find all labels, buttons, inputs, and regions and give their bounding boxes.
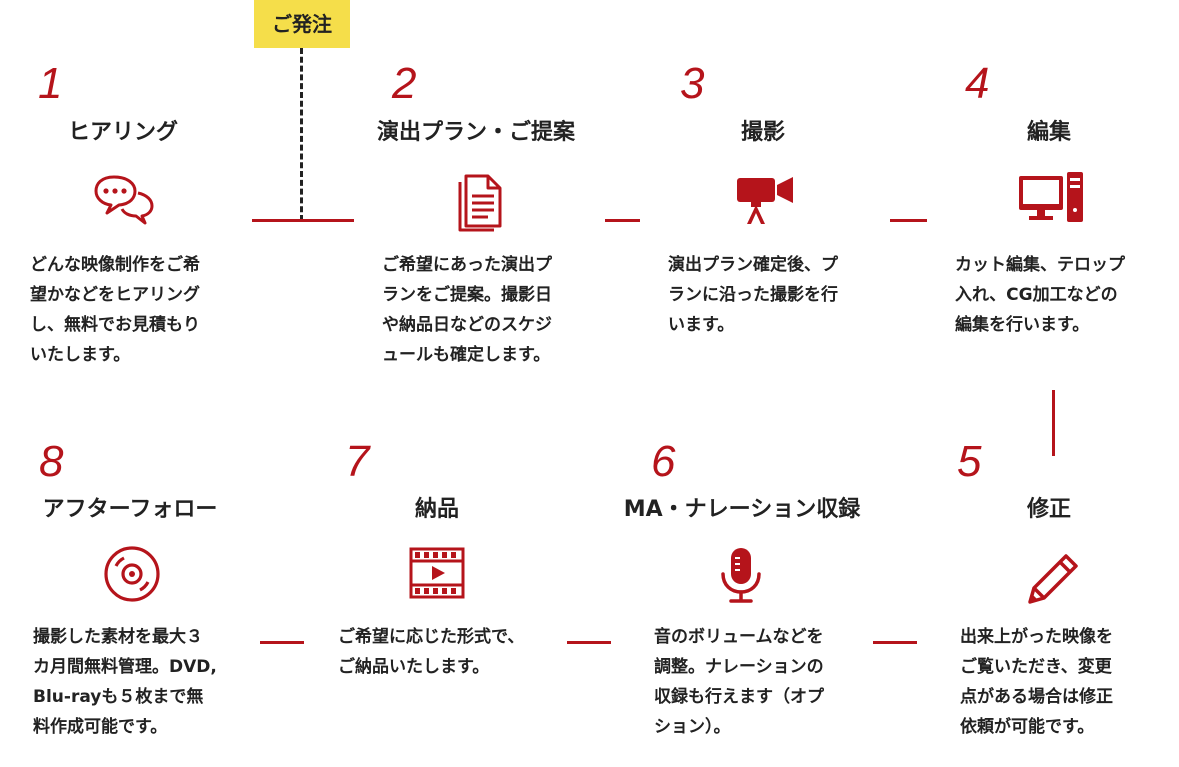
step-2-number: 2 <box>392 59 417 108</box>
step-2-description: ご希望にあった演出プ ランをご提案。撮影日 や納品日などのスケジ ュールも確定し… <box>382 255 552 365</box>
step-1-title: ヒアリング <box>67 120 178 145</box>
film-play-icon <box>405 541 469 605</box>
document-icon <box>448 170 512 234</box>
step-3-description: 演出プラン確定後、プ ランに沿った撮影を行 います。 <box>668 255 838 335</box>
step-6-description: 音のボリュームなどを 調整。ナレーションの 収録も行えます（オプ ション）。 <box>654 627 824 737</box>
step-8-number: 8 <box>39 437 64 486</box>
connector-2-3 <box>605 219 640 222</box>
pencil-icon <box>1022 546 1086 610</box>
connector-7-8 <box>260 641 304 644</box>
step-6-number: 6 <box>651 437 676 486</box>
step-5-title: 修正 <box>1026 497 1071 522</box>
step-8-description: 撮影した素材を最大３ カ月間無料管理。DVD, Blu-rayも５枚まで無 料作… <box>33 627 217 737</box>
order-dashed-line <box>300 48 303 221</box>
microphone-icon <box>709 544 773 608</box>
step-3-title: 撮影 <box>740 120 785 145</box>
step-4-title: 編集 <box>1026 120 1071 145</box>
step-6-title: MA・ナレーション収録 <box>623 497 861 522</box>
step-7-title: 納品 <box>414 497 459 522</box>
order-badge: ご発注 <box>254 0 350 48</box>
connector-4-5 <box>1052 390 1055 456</box>
step-4-description: カット編集、テロップ 入れ、CG加工などの 編集を行います。 <box>955 255 1125 335</box>
step-5-number: 5 <box>957 437 982 486</box>
step-2-title: 演出プラン・ご提案 <box>376 120 575 145</box>
step-7-description: ご希望に応じた形式で、 ご納品いたします。 <box>338 627 525 677</box>
step-7-number: 7 <box>345 437 370 486</box>
step-1-description: どんな映像制作をご希 望かなどをヒアリング し、無料でお見積もり いたします。 <box>30 255 200 365</box>
connector-3-4 <box>890 219 927 222</box>
step-3-number: 3 <box>680 59 705 108</box>
chat-bubbles-icon <box>92 169 156 233</box>
disc-icon <box>100 542 164 606</box>
connector-1-2 <box>252 219 354 222</box>
step-5-description: 出来上がった映像を ご覧いただき、変更 点がある場合は修正 依頼が可能です。 <box>960 627 1113 737</box>
connector-6-7 <box>567 641 611 644</box>
step-8-title: アフターフォロー <box>42 497 218 522</box>
desktop-computer-icon <box>1019 166 1083 230</box>
connector-5-6 <box>873 641 917 644</box>
step-4-number: 4 <box>965 59 990 108</box>
step-1-number: 1 <box>38 59 63 108</box>
video-camera-icon <box>733 168 797 232</box>
